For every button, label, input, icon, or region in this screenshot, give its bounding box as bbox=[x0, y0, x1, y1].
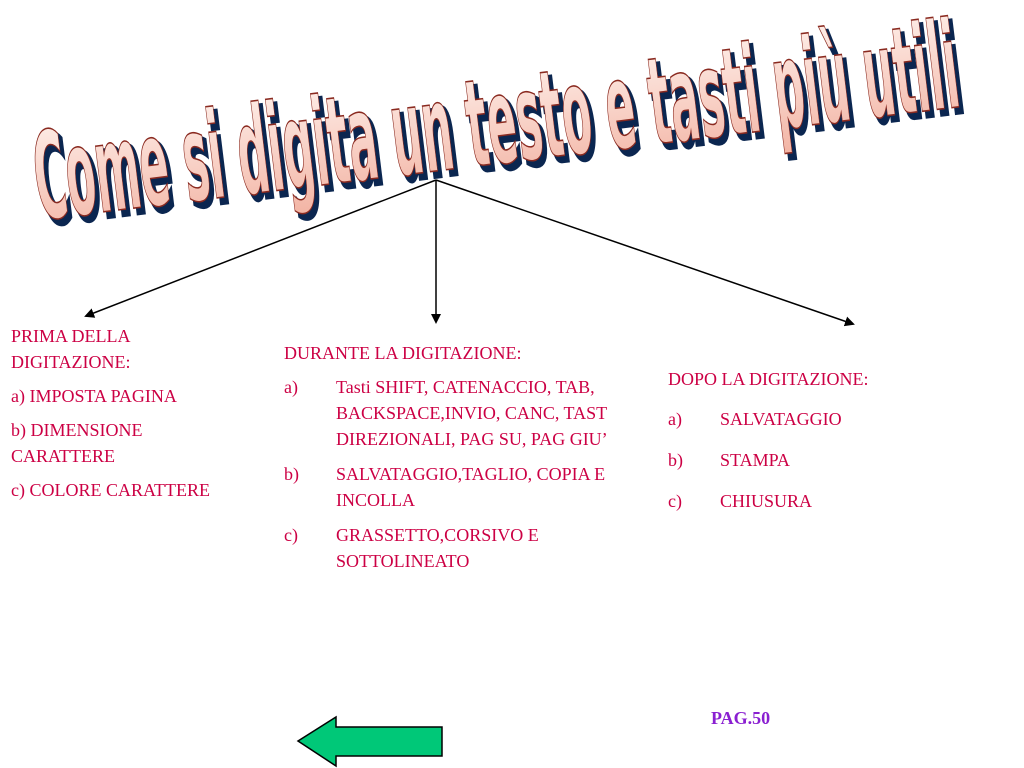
during-list: a) Tasti SHIFT, CATENACCIO, TAB, BACKSPA… bbox=[284, 374, 624, 574]
arrow-to-before bbox=[84, 179, 437, 318]
list-marker: b) bbox=[284, 464, 299, 484]
list-text: CHIUSURA bbox=[720, 491, 813, 511]
before-heading: PRIMA DELLA DIGITAZIONE: bbox=[11, 326, 131, 372]
after-section: DOPO LA DIGITAZIONE: a) SALVATAGGIO b) S… bbox=[668, 366, 968, 529]
list-text: SALVATAGGIO bbox=[720, 409, 842, 429]
list-text: GRASSETTO,CORSIVO E SOTTOLINEATO bbox=[336, 525, 539, 571]
before-item: a) IMPOSTA PAGINA bbox=[11, 386, 177, 406]
list-marker: b) bbox=[668, 450, 683, 470]
list-marker: a) bbox=[284, 377, 298, 397]
during-section: DURANTE LA DIGITAZIONE: a) Tasti SHIFT, … bbox=[284, 340, 624, 583]
before-item: c) COLORE CARATTERE bbox=[11, 480, 210, 500]
arrow-to-after bbox=[435, 179, 855, 327]
list-text: Tasti SHIFT, CATENACCIO, TAB, BACKSPACE,… bbox=[336, 377, 608, 449]
before-item: b) DIMENSIONE CARATTERE bbox=[11, 420, 143, 466]
list-marker: c) bbox=[668, 491, 682, 511]
list-item: a) Tasti SHIFT, CATENACCIO, TAB, BACKSPA… bbox=[284, 374, 624, 452]
list-item: b) SALVATAGGIO,TAGLIO, COPIA E INCOLLA bbox=[284, 461, 624, 513]
after-list: a) SALVATAGGIO b) STAMPA c) CHIUSURA bbox=[668, 406, 968, 514]
during-heading: DURANTE LA DIGITAZIONE: bbox=[284, 343, 522, 363]
list-marker: c) bbox=[284, 525, 298, 545]
title-wordart: Come si digita un testo e tasti più util… bbox=[25, 0, 972, 230]
back-button[interactable] bbox=[296, 715, 448, 768]
list-item: c) CHIUSURA bbox=[668, 488, 968, 514]
list-text: SALVATAGGIO,TAGLIO, COPIA E INCOLLA bbox=[336, 464, 606, 510]
list-item: a) SALVATAGGIO bbox=[668, 406, 968, 432]
list-item: c) GRASSETTO,CORSIVO E SOTTOLINEATO bbox=[284, 522, 624, 574]
list-marker: a) bbox=[668, 409, 682, 429]
page-number: PAG.50 bbox=[711, 708, 771, 728]
list-item: b) STAMPA bbox=[668, 447, 968, 473]
before-section: PRIMA DELLA DIGITAZIONE: a) IMPOSTA PAGI… bbox=[11, 323, 286, 511]
after-heading: DOPO LA DIGITAZIONE: bbox=[668, 369, 869, 389]
left-arrow-icon[interactable] bbox=[296, 715, 443, 768]
title-area: Come si digita un testo e tasti più util… bbox=[0, 0, 1024, 230]
list-text: STAMPA bbox=[720, 450, 790, 470]
